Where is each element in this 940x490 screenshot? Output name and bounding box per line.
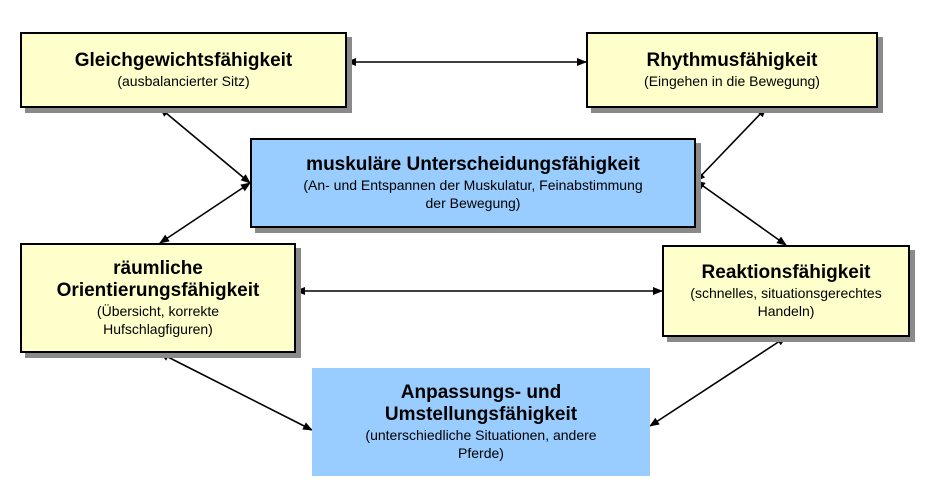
- box-raeumliche-orientierungsfaehigkeit: räumliche Orientierungsfähigkeit (Übersi…: [20, 243, 296, 353]
- box-title: Rhythmusfähigkeit: [646, 50, 818, 71]
- box-muskulaere-unterscheidungsfaehigkeit: muskuläre Unterscheidungsfähigkeit (An- …: [250, 138, 696, 228]
- box-subtitle: (An- und Entspannen der Muskulatur, Fein…: [303, 177, 643, 211]
- arrow-gleichgewicht-muskulaer: [159, 107, 251, 184]
- box-rhythmusfaehigkeit: Rhythmusfähigkeit (Eingehen in die Beweg…: [586, 32, 878, 108]
- box-subtitle: (Eingehen in die Bewegung): [644, 73, 820, 89]
- box-anpassungs-umstellungsfaehigkeit: Anpassungs- und Umstellungsfähigkeit (un…: [312, 368, 650, 476]
- box-title: räumliche Orientierungsfähigkeit: [56, 258, 260, 301]
- arrow-orientierung-anpassung: [159, 352, 313, 431]
- box-gleichgewichtsfaehigkeit: Gleichgewichtsfähigkeit (ausbalancierter…: [20, 32, 347, 108]
- arrow-muskulaer-reaktion: [695, 180, 787, 246]
- box-subtitle: (Übersicht, korrekte Hufschlagfiguren): [96, 303, 220, 337]
- box-reaktionsfaehigkeit: Reaktionsfähigkeit (schnelles, situation…: [662, 245, 910, 337]
- box-subtitle: (ausbalancierter Sitz): [117, 73, 250, 89]
- box-subtitle: (schnelles, situationsgerechtes Handeln): [690, 285, 882, 319]
- box-title: Anpassungs- und Umstellungsfähigkeit: [384, 382, 578, 425]
- box-title: muskuläre Unterscheidungsfähigkeit: [306, 154, 640, 175]
- box-title: Reaktionsfähigkeit: [701, 262, 871, 283]
- arrow-reaktion-anpassung: [649, 336, 787, 427]
- arrow-rhythmus-muskulaer: [695, 107, 767, 182]
- box-title: Gleichgewichtsfähigkeit: [74, 50, 293, 71]
- arrow-muskulaer-orientierung: [159, 182, 251, 244]
- box-subtitle: (unterschiedliche Situationen, andere Pf…: [365, 427, 597, 461]
